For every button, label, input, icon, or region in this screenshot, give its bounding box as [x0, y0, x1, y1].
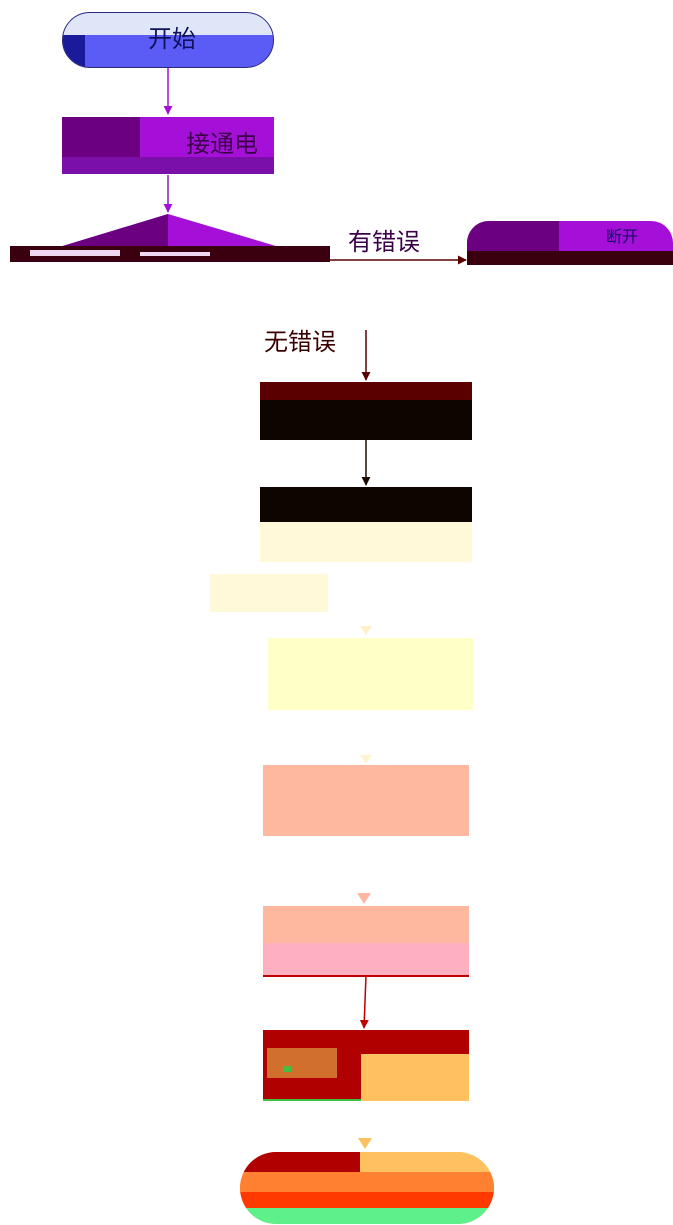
step6-left-block — [263, 1030, 361, 1101]
disconnect-node — [467, 221, 673, 265]
end-orange-band — [240, 1172, 494, 1192]
disconnect-label: 断开 — [606, 227, 639, 246]
step5-top-band — [263, 906, 469, 943]
step5-bottom-line — [263, 975, 469, 977]
step6-green-dot — [283, 1066, 291, 1072]
edge-to-step4 — [359, 974, 369, 1029]
end-green-band — [240, 1208, 494, 1224]
decision-node — [10, 214, 330, 262]
step3-node — [268, 638, 473, 710]
start-node-shade — [63, 35, 85, 67]
start-node — [62, 12, 274, 68]
power-on-dark-block — [62, 117, 140, 157]
step1-top-band — [260, 382, 472, 400]
power-on-node — [62, 117, 274, 174]
faint-arrowhead-4 — [358, 1138, 372, 1149]
step2-top-band — [260, 487, 472, 522]
faint-arrowhead-3 — [357, 893, 371, 904]
side-note-node — [210, 574, 328, 612]
step2-node — [260, 487, 472, 562]
step6-noise — [267, 1048, 337, 1078]
branch-error-label: 有错误 — [348, 228, 420, 256]
step6-bottom-line — [263, 1099, 361, 1101]
start-node-highlight — [63, 13, 273, 35]
step4-node — [263, 765, 469, 836]
end-dark-block — [240, 1152, 360, 1172]
power-on-label: 接通电 — [186, 130, 258, 158]
start-label: 开始 — [148, 25, 196, 53]
disconnect-bottom — [467, 251, 673, 265]
branch-ok-label: 无错误 — [264, 328, 336, 356]
end-red-band — [240, 1192, 494, 1208]
power-on-strip — [62, 157, 274, 174]
step6-node — [263, 1030, 469, 1101]
step1-node — [260, 382, 472, 440]
end-node — [240, 1152, 494, 1224]
faint-arrowhead-1 — [360, 626, 372, 635]
step5-node — [263, 906, 469, 977]
faint-arrowhead-2 — [360, 755, 372, 764]
